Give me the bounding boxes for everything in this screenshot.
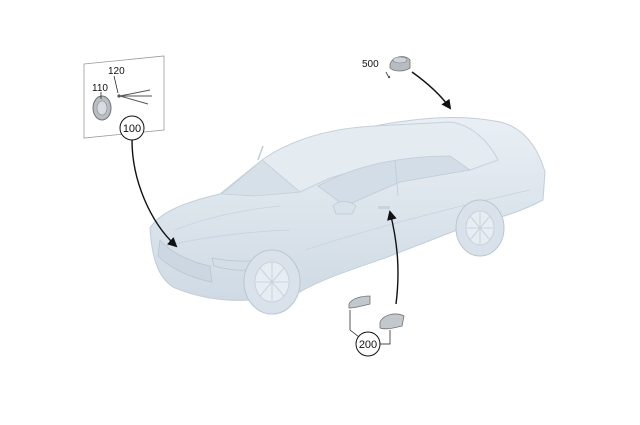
callout-group-100: 110 120 100: [83, 55, 178, 248]
callout-group-200: 200: [348, 210, 405, 357]
car-side-windows: [317, 155, 472, 207]
part-500-arrow: [411, 71, 452, 110]
callout-part-500: 500: [362, 56, 452, 110]
part-120-label: 120: [108, 66, 125, 77]
part-500-label: 500: [362, 59, 379, 70]
group-200-arrow: [387, 210, 399, 305]
group-200-badge[interactable]: [355, 331, 381, 357]
car-windshield: [220, 159, 301, 197]
screw-icon: [117, 89, 152, 105]
group-100-number: 100: [123, 123, 141, 135]
group-100-arrow: [131, 139, 178, 248]
car-front-wheel: [243, 249, 301, 315]
car-rear-wheel: [455, 199, 505, 257]
car-side-mirror: [332, 201, 357, 215]
mirror-cap-right-icon: [379, 313, 405, 330]
car-grille: [157, 239, 213, 283]
sensor-icon: [389, 56, 411, 72]
group-100-frame: [83, 55, 165, 139]
car-illustration: [149, 117, 546, 315]
mirror-cap-left-icon: [348, 295, 371, 309]
part-110-label: 110: [92, 83, 108, 94]
group-200-number: 200: [359, 339, 377, 351]
